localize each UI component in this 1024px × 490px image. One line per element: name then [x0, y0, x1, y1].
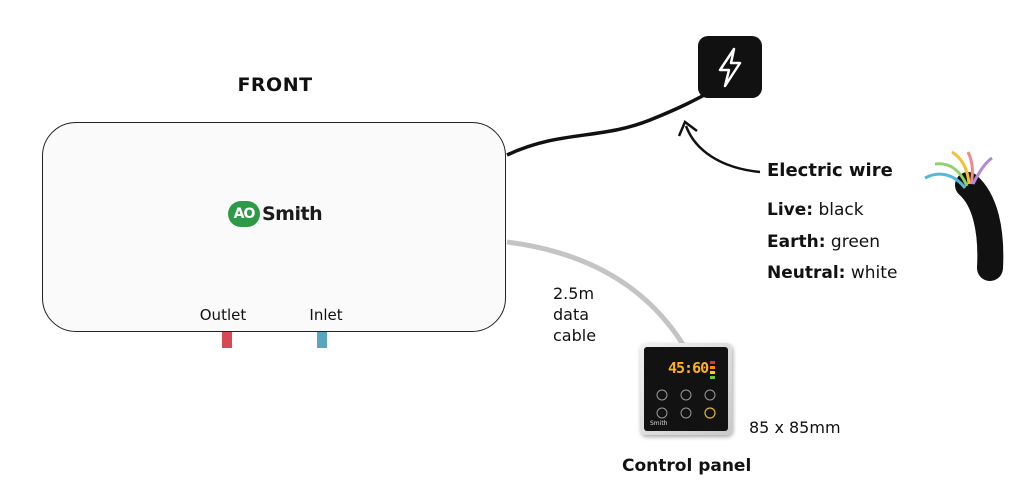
cable-label-line1: 2.5m	[553, 284, 595, 303]
panel-buttons	[656, 361, 716, 419]
wire-live-label: Live:	[767, 200, 814, 220]
view-title: FRONT	[237, 74, 313, 96]
wire-neutral-label: Neutral:	[767, 263, 846, 283]
wire-pointer-arrowhead	[677, 120, 698, 137]
control-panel-title: Control panel	[622, 456, 752, 476]
lightning-bolt-icon	[718, 47, 742, 88]
wire-neutral: Neutral: white	[767, 263, 897, 283]
wire-bundle-icon	[924, 150, 1004, 281]
wire-pointer-arrow	[684, 125, 761, 174]
power-wire	[506, 90, 711, 157]
logo-text: Smith	[262, 203, 323, 225]
panel-brand: Smith	[650, 420, 668, 427]
outlet-label: Outlet	[199, 306, 247, 324]
brand-logo: AO Smith	[228, 201, 323, 227]
wire-neutral-value: white	[850, 263, 898, 283]
water-heater-unit	[42, 122, 506, 332]
control-panel-device: 45:60 Smith	[640, 343, 732, 435]
wire-live: Live: black	[767, 200, 864, 220]
control-panel-size: 85 x 85mm	[749, 418, 841, 437]
electric-wire-title: Electric wire	[767, 160, 893, 181]
control-panel-face: 45:60 Smith	[644, 347, 728, 431]
inlet-label: Inlet	[309, 306, 343, 324]
wire-earth-value: green	[830, 232, 881, 252]
cable-label-line3: cable	[553, 326, 597, 345]
logo-badge: AO	[228, 201, 260, 227]
outlet-port	[222, 332, 232, 348]
power-supply	[698, 36, 762, 98]
panel-display: 45:60	[668, 359, 709, 377]
cable-label-line2: data	[553, 305, 590, 324]
inlet-port	[317, 332, 327, 348]
wire-earth-label: Earth:	[767, 232, 826, 252]
data-cable-label: 2.5m data cable	[553, 283, 633, 346]
wire-live-value: black	[818, 200, 864, 220]
wire-earth: Earth: green	[767, 232, 880, 252]
data-cable	[506, 239, 687, 348]
